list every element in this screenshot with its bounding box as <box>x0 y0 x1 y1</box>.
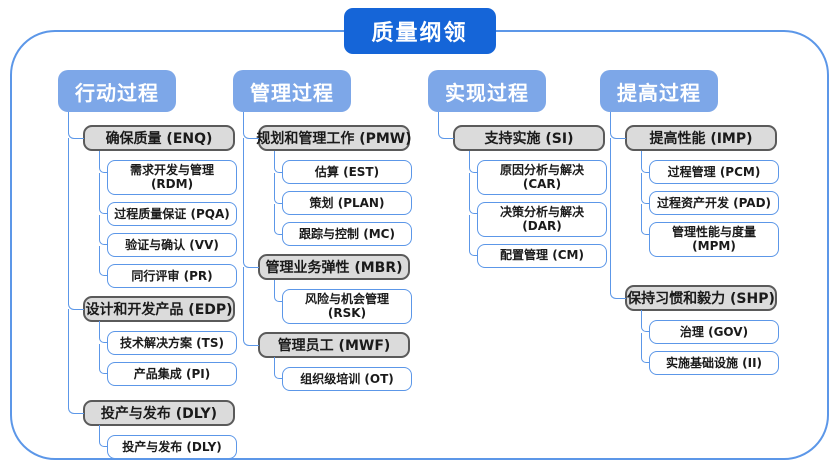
child-list: 需求开发与管理 (RDM) 过程质量保证 (PQA) 验证与确认 (VV) 同行… <box>98 150 237 288</box>
group-list: 确保质量 (ENQ) 需求开发与管理 (RDM) 过程质量保证 (PQA) 验证… <box>68 112 237 459</box>
column-header-implementation: 实现过程 <box>428 70 546 112</box>
process-column-implementation: 实现过程 支持实施 (SI) 原因分析与解决 (CAR) 决策分析与解决 (DA… <box>428 70 607 268</box>
process-box-pcm: 过程管理 (PCM) <box>640 150 779 190</box>
group-box-imp: 提高性能 (IMP) <box>625 125 777 151</box>
group-box-pmw: 规划和管理工作 (PMW) <box>256 125 412 151</box>
group-list: 提高性能 (IMP) 过程管理 (PCM) 过程资产开发 (PAD) 管理性能与… <box>610 112 779 375</box>
process-group-pmw: 规划和管理工作 (PMW) 估算 (EST) 策划 (PLAN) 跟踪与控制 (… <box>243 112 412 246</box>
child-list: 风险与机会管理 (RSK) <box>273 279 412 324</box>
process-box-mc: 跟踪与控制 (MC) <box>273 214 412 246</box>
process-group-enq: 确保质量 (ENQ) 需求开发与管理 (RDM) 过程质量保证 (PQA) 验证… <box>68 112 237 288</box>
process-column-action: 行动过程 确保质量 (ENQ) 需求开发与管理 (RDM) 过程质量保证 (PQ… <box>58 70 237 459</box>
group-box-edp: 设计和开发产品 (EDP) <box>83 295 235 322</box>
process-box-plan: 策划 (PLAN) <box>273 183 412 221</box>
process-box-ts: 技术解决方案 (TS) <box>98 321 237 361</box>
process-group-mbr: 管理业务弹性 (MBR) 风险与机会管理 (RSK) <box>243 246 412 324</box>
group-box-enq: 确保质量 (ENQ) <box>83 125 235 151</box>
group-box-mbr: 管理业务弹性 (MBR) <box>258 254 410 280</box>
process-column-management: 管理过程 规划和管理工作 (PMW) 估算 (EST) 策划 (PLAN) 跟踪… <box>233 70 412 391</box>
child-list: 组织级培训 (OT) <box>273 357 412 391</box>
child-list: 估算 (EST) 策划 (PLAN) 跟踪与控制 (MC) <box>273 150 412 246</box>
process-group-si: 支持实施 (SI) 原因分析与解决 (CAR) 决策分析与解决 (DAR) 配置… <box>438 112 607 268</box>
process-group-shp: 保持习惯和毅力 (SHP) 治理 (GOV) 实施基础设施 (II) <box>610 256 779 375</box>
process-box-pqa: 过程质量保证 (PQA) <box>98 194 237 232</box>
process-box-dar: 决策分析与解决 (DAR) <box>468 194 607 243</box>
process-group-mwf: 管理员工 (MWF) 组织级培训 (OT) <box>243 323 412 391</box>
process-group-edp: 设计和开发产品 (EDP) 技术解决方案 (TS) 产品集成 (PI) <box>68 287 237 386</box>
group-box-dly: 投产与发布 (DLY) <box>83 399 235 426</box>
child-list: 原因分析与解决 (CAR) 决策分析与解决 (DAR) 配置管理 (CM) <box>468 150 607 268</box>
child-list: 过程管理 (PCM) 过程资产开发 (PAD) 管理性能与度量 (MPM) <box>640 150 779 257</box>
group-list: 支持实施 (SI) 原因分析与解决 (CAR) 决策分析与解决 (DAR) 配置… <box>438 112 607 268</box>
process-box-vv: 验证与确认 (VV) <box>98 225 237 263</box>
process-box-pi: 产品集成 (PI) <box>98 354 237 386</box>
process-box-rsk: 风险与机会管理 (RSK) <box>273 279 412 324</box>
column-header-management: 管理过程 <box>233 70 351 112</box>
process-box-mpm: 管理性能与度量 (MPM) <box>640 214 779 257</box>
child-list: 治理 (GOV) 实施基础设施 (II) <box>640 310 779 375</box>
column-header-action: 行动过程 <box>58 70 176 112</box>
process-group-dly: 投产与发布 (DLY) 投产与发布 (DLY) <box>68 385 237 459</box>
process-box-car: 原因分析与解决 (CAR) <box>468 150 607 201</box>
child-list: 技术解决方案 (TS) 产品集成 (PI) <box>98 321 237 386</box>
process-box-pr: 同行评审 (PR) <box>98 256 237 288</box>
process-box-dly: 投产与发布 (DLY) <box>98 425 237 459</box>
group-box-si: 支持实施 (SI) <box>453 125 605 151</box>
process-box-pad: 过程资产开发 (PAD) <box>640 183 779 221</box>
process-box-ii: 实施基础设施 (II) <box>640 343 779 375</box>
process-box-rdm: 需求开发与管理 (RDM) <box>98 150 237 201</box>
process-box-gov: 治理 (GOV) <box>640 310 779 350</box>
group-box-mwf: 管理员工 (MWF) <box>258 331 410 358</box>
process-group-imp: 提高性能 (IMP) 过程管理 (PCM) 过程资产开发 (PAD) 管理性能与… <box>610 112 779 257</box>
group-box-shp: 保持习惯和毅力 (SHP) <box>625 284 777 311</box>
child-list: 投产与发布 (DLY) <box>98 425 237 459</box>
diagram-title: 质量纲领 <box>343 8 496 54</box>
group-list: 规划和管理工作 (PMW) 估算 (EST) 策划 (PLAN) 跟踪与控制 (… <box>243 112 412 391</box>
column-header-improvement: 提高过程 <box>600 70 718 112</box>
process-column-improvement: 提高过程 提高性能 (IMP) 过程管理 (PCM) 过程资产开发 (PAD) … <box>600 70 779 375</box>
process-box-cm: 配置管理 (CM) <box>468 236 607 268</box>
process-box-ot: 组织级培训 (OT) <box>273 357 412 391</box>
process-box-est: 估算 (EST) <box>273 150 412 190</box>
